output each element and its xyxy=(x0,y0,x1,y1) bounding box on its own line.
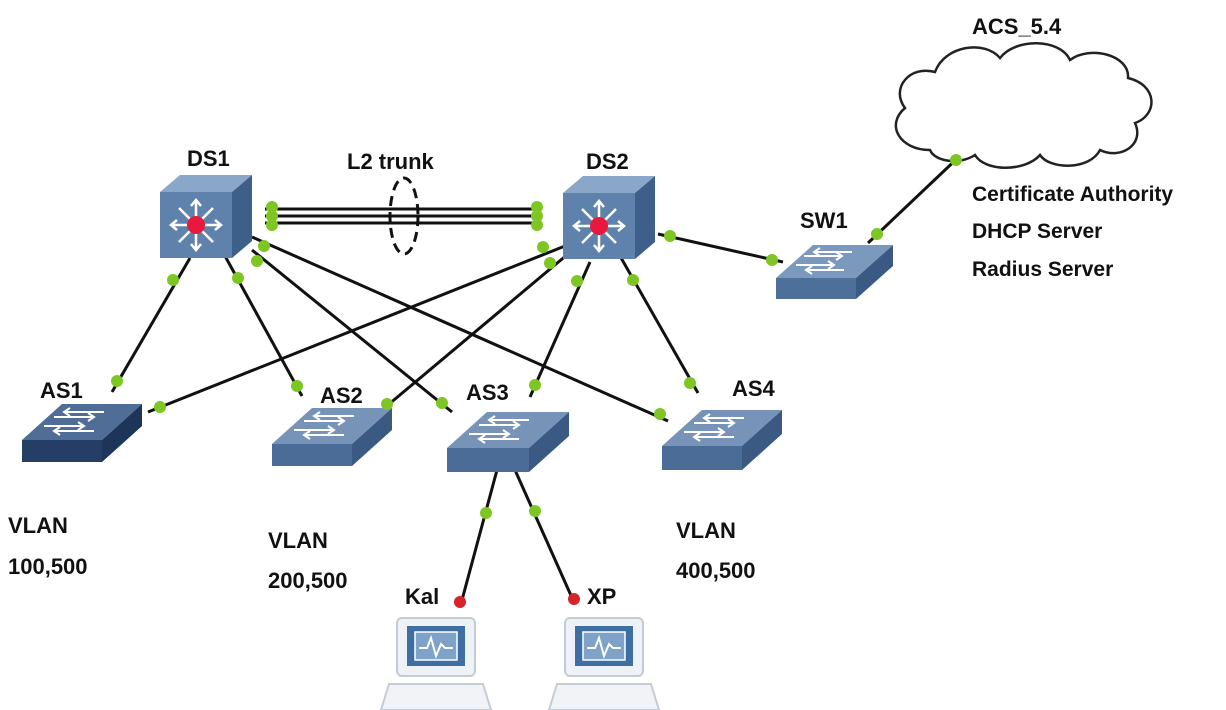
vlan-heading-as4: VLAN xyxy=(676,518,736,543)
port-dot xyxy=(480,507,492,519)
port-dot xyxy=(871,228,883,240)
port-dot xyxy=(950,154,962,166)
host-label-kal: Kal xyxy=(405,584,439,609)
core-top xyxy=(160,175,252,192)
port-dot xyxy=(291,380,303,392)
port-dot xyxy=(167,274,179,286)
trunk-bundle-ellipse xyxy=(388,176,420,256)
vlan-ids-as1: 100,500 xyxy=(8,554,88,579)
port-dot xyxy=(537,241,549,253)
switch-arrows-icon xyxy=(684,413,744,442)
core-top xyxy=(563,176,655,193)
switch-as4[interactable] xyxy=(662,410,782,470)
switch-side xyxy=(529,412,569,472)
port-dot xyxy=(531,201,543,213)
device-label-as1: AS1 xyxy=(40,378,83,403)
switch-as1[interactable] xyxy=(22,404,142,462)
device-label-sw1: SW1 xyxy=(800,208,848,233)
switch-side xyxy=(856,245,893,299)
switch-front xyxy=(22,440,102,462)
trunk-label: L2 trunk xyxy=(347,149,435,174)
port-dot xyxy=(266,201,278,213)
link-ds2-as1 xyxy=(147,244,566,414)
port-dot xyxy=(232,272,244,284)
keyboard-base xyxy=(547,683,661,710)
port-dot xyxy=(251,255,263,267)
switch-arrows-icon xyxy=(44,407,104,436)
link-as3-kal xyxy=(460,469,499,601)
core-side xyxy=(232,175,252,258)
cloud-shape xyxy=(894,42,1153,169)
port-dot xyxy=(766,254,778,266)
host-port-dot xyxy=(454,596,466,608)
switch-arrows-icon xyxy=(469,415,529,444)
multilayer-switch-ds1[interactable] xyxy=(160,175,252,258)
port-dot xyxy=(266,210,278,222)
port-dot xyxy=(529,379,541,391)
port-dot xyxy=(154,401,166,413)
switch-front xyxy=(662,446,742,470)
link-ds2-sw1 xyxy=(657,232,784,264)
pc-kal[interactable] xyxy=(379,617,493,710)
device-label-ds2: DS2 xyxy=(586,149,629,174)
link-as3-xp xyxy=(513,469,575,601)
port-dot xyxy=(436,397,448,409)
device-label-as3: AS3 xyxy=(466,380,509,405)
port-dot xyxy=(654,408,666,420)
port-dot xyxy=(529,505,541,517)
acs-cloud[interactable] xyxy=(894,42,1153,169)
link-ds2-as2 xyxy=(381,252,569,412)
service-label: DHCP Server xyxy=(972,220,1102,243)
multilayer-switch-ds2[interactable] xyxy=(563,176,655,259)
switch-front xyxy=(776,278,856,299)
switch-side xyxy=(102,404,142,462)
device-label-as4: AS4 xyxy=(732,376,776,401)
core-center-icon xyxy=(187,216,205,234)
vlan-heading-as1: VLAN xyxy=(8,513,68,538)
port-dot xyxy=(531,210,543,222)
port-dot xyxy=(531,219,543,231)
host-port-dots xyxy=(454,593,580,608)
port-dot xyxy=(664,230,676,242)
port-dot xyxy=(544,257,556,269)
switch-side xyxy=(352,408,392,466)
core-center-icon xyxy=(590,217,608,235)
switch-front xyxy=(447,448,529,472)
cloud-label: ACS_5.4 xyxy=(972,14,1062,39)
port-dots xyxy=(111,154,962,519)
vlan-ids-as2: 200,500 xyxy=(268,568,348,593)
port-dot xyxy=(111,375,123,387)
link-ds1-as4 xyxy=(251,235,669,423)
pulse-icon xyxy=(419,634,453,660)
host-label-xp: XP xyxy=(587,584,616,609)
device-label-ds1: DS1 xyxy=(187,146,230,171)
pulse-icon xyxy=(587,634,621,660)
port-dot xyxy=(381,398,393,410)
service-label: Radius Server xyxy=(972,258,1113,281)
host-port-dot xyxy=(568,593,580,605)
port-dot xyxy=(258,240,270,252)
switch-front xyxy=(272,444,352,466)
core-side xyxy=(635,176,655,259)
switch-sw1[interactable] xyxy=(776,245,893,299)
port-dot xyxy=(684,377,696,389)
switch-as3[interactable] xyxy=(447,412,569,472)
port-dot xyxy=(266,219,278,231)
vlan-heading-as2: VLAN xyxy=(268,528,328,553)
switch-arrows-icon xyxy=(796,247,852,275)
switch-as2[interactable] xyxy=(272,408,392,466)
vlan-ids-as4: 400,500 xyxy=(676,558,756,583)
port-dot xyxy=(627,274,639,286)
port-dot xyxy=(571,275,583,287)
keyboard-base xyxy=(379,683,493,710)
link-sw1-cloud xyxy=(866,150,966,245)
device-label-as2: AS2 xyxy=(320,383,363,408)
switch-arrows-icon xyxy=(294,411,354,440)
service-label: Certificate Authority xyxy=(972,183,1173,206)
pc-xp[interactable] xyxy=(547,617,661,710)
switch-side xyxy=(742,410,782,470)
